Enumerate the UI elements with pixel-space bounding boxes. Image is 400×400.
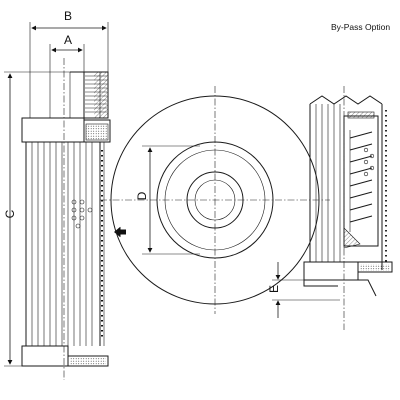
valve-holes	[363, 147, 375, 177]
dimension-c-label: C	[3, 209, 17, 218]
bottom-seal	[70, 357, 106, 365]
bypass-detail	[303, 86, 393, 330]
top-seal	[85, 123, 109, 141]
top-end-cap	[21, 117, 85, 143]
dimension-d: D	[135, 145, 200, 255]
bottom-end-cap	[21, 345, 69, 367]
spring	[349, 130, 373, 232]
dimension-b: B	[29, 9, 109, 118]
dimension-a: A	[49, 33, 85, 118]
dimension-a-label: A	[64, 33, 72, 47]
bypass-end-cap	[303, 261, 359, 281]
dimension-d-label: D	[135, 191, 149, 200]
dimension-e-label: E	[267, 285, 281, 293]
dimension-b-label: B	[64, 9, 72, 23]
dimension-c: C	[3, 71, 84, 367]
pleats	[31, 142, 93, 346]
hole-pattern	[71, 199, 93, 229]
side-view	[21, 58, 126, 380]
end-view	[100, 86, 330, 314]
bypass-option-title: By-Pass Option	[331, 22, 390, 32]
dimension-e: E	[267, 262, 340, 318]
